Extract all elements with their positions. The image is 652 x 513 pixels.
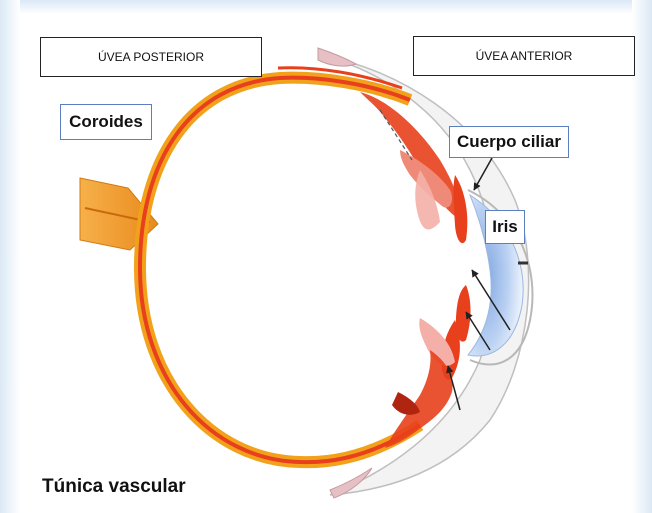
coroides-label: Coroides [60, 104, 152, 140]
iris-text: Iris [492, 217, 518, 237]
uvea-posterior-label: ÚVEA POSTERIOR [40, 37, 262, 77]
uvea-posterior-text: ÚVEA POSTERIOR [98, 50, 204, 64]
diagram-caption: Túnica vascular [42, 476, 186, 498]
cuerpo-ciliar-label: Cuerpo ciliar [449, 126, 569, 158]
cuerpo-ciliar-text: Cuerpo ciliar [457, 132, 561, 152]
eye-globe [140, 68, 420, 462]
iris-label: Iris [485, 210, 525, 244]
ciliary-body [360, 92, 467, 243]
uvea-anterior-label: ÚVEA ANTERIOR [413, 36, 635, 76]
uvea-anterior-text: ÚVEA ANTERIOR [476, 49, 573, 63]
coroides-text: Coroides [69, 112, 143, 132]
